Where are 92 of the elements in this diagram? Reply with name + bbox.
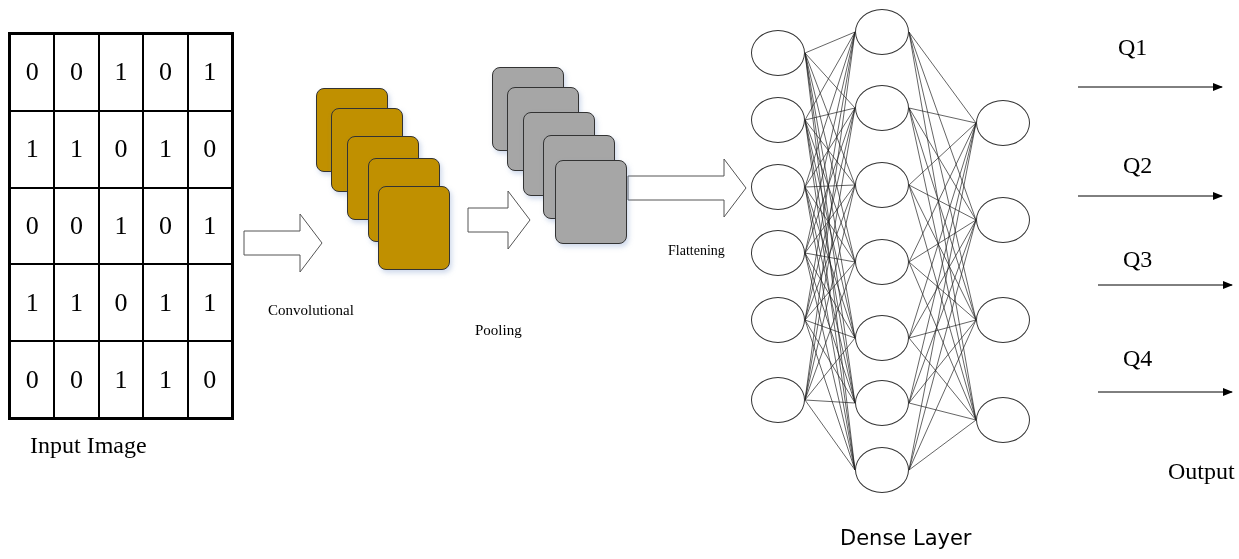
connection-line — [908, 337, 977, 421]
matrix-cell: 0 — [54, 187, 99, 265]
matrix-cell: 1 — [143, 341, 188, 418]
output-label: Q1 — [1118, 34, 1148, 61]
matrix-cell: 0 — [98, 110, 144, 188]
connection-line — [804, 107, 856, 188]
connection-line — [804, 119, 856, 186]
pooled-map-stack — [492, 67, 628, 247]
connection-line — [908, 107, 977, 124]
connection-line — [804, 52, 856, 109]
connection-line — [908, 184, 977, 221]
neuron-circle — [976, 297, 1030, 343]
connection-line — [908, 219, 977, 404]
matrix-cell: 0 — [143, 34, 188, 111]
connection-line — [804, 252, 856, 263]
matrix-cell: 1 — [143, 264, 188, 342]
matrix-cell: 0 — [54, 341, 99, 418]
neuron-circle — [751, 297, 805, 343]
neuron-circle — [751, 164, 805, 210]
neuron-circle — [855, 315, 909, 361]
connection-line — [908, 419, 977, 471]
matrix-cell: 1 — [10, 110, 55, 188]
edge-label: Flattening — [668, 243, 725, 259]
neuron-circle — [751, 230, 805, 276]
matrix-cell: 1 — [187, 187, 232, 265]
connection-line — [908, 31, 977, 124]
neuron-circle — [976, 197, 1030, 243]
neuron-circle — [855, 85, 909, 131]
neuron-circle — [855, 162, 909, 208]
neuron-circle — [855, 380, 909, 426]
connection-line — [908, 319, 977, 404]
connection-line — [804, 107, 856, 121]
neuron-circle — [976, 100, 1030, 146]
connection-line — [908, 122, 977, 263]
connection-line — [804, 184, 856, 188]
connection-line — [804, 319, 856, 339]
connection-line — [804, 337, 856, 401]
connection-line — [804, 252, 856, 339]
connection-line — [804, 399, 856, 471]
matrix-cell: 0 — [10, 34, 55, 111]
matrix-cell: 0 — [143, 187, 188, 265]
layer-label: Dense Layer — [840, 526, 972, 550]
connection-line — [908, 31, 977, 221]
layer-label: Output — [1168, 458, 1235, 485]
neuron-circle — [751, 97, 805, 143]
matrix-cell: 1 — [98, 341, 144, 418]
input-matrix-grid — [8, 32, 234, 420]
connection-line — [804, 31, 856, 121]
block-arrow — [243, 213, 323, 273]
neuron-circle — [751, 30, 805, 76]
matrix-cell: 1 — [54, 110, 99, 188]
stage-caption: Convolutional — [268, 302, 354, 319]
output-label: Q4 — [1123, 345, 1153, 372]
block-arrow — [467, 190, 531, 250]
matrix-cell: 0 — [54, 34, 99, 111]
matrix-cell: 0 — [98, 264, 144, 342]
connection-line — [908, 402, 977, 421]
matrix-cell: 1 — [98, 187, 144, 265]
connection-line — [908, 261, 977, 421]
matrix-cell: 1 — [54, 264, 99, 342]
connection-line — [804, 319, 856, 404]
block-arrow — [627, 158, 747, 218]
connection-line — [908, 219, 977, 263]
stage-caption: Input Image — [30, 432, 147, 459]
neuron-circle — [976, 397, 1030, 443]
connection-line — [908, 319, 977, 471]
connection-line — [908, 107, 977, 221]
connection-line — [908, 122, 977, 186]
connection-line — [908, 184, 977, 321]
neuron-circle — [751, 377, 805, 423]
matrix-cell: 0 — [10, 341, 55, 418]
connection-line — [804, 319, 856, 471]
matrix-cell: 0 — [187, 341, 232, 418]
matrix-cell: 1 — [98, 34, 144, 111]
neuron-circle — [855, 9, 909, 55]
connection-line — [908, 219, 977, 339]
connection-line — [908, 261, 977, 321]
connection-line — [908, 319, 977, 339]
neuron-circle — [855, 447, 909, 493]
matrix-cell: 1 — [187, 34, 232, 111]
neuron-circle — [855, 239, 909, 285]
matrix-cell: 1 — [187, 264, 232, 342]
matrix-cell: 1 — [143, 110, 188, 188]
connection-line — [804, 399, 856, 404]
layer-label: Pooling — [475, 322, 522, 339]
output-label: Q2 — [1123, 152, 1153, 179]
output-label: Q3 — [1123, 246, 1153, 273]
connection-line — [804, 261, 856, 321]
matrix-cell: 1 — [10, 264, 55, 342]
matrix-cell: 0 — [10, 187, 55, 265]
connection-line — [804, 31, 856, 54]
matrix-cell: 0 — [187, 110, 232, 188]
